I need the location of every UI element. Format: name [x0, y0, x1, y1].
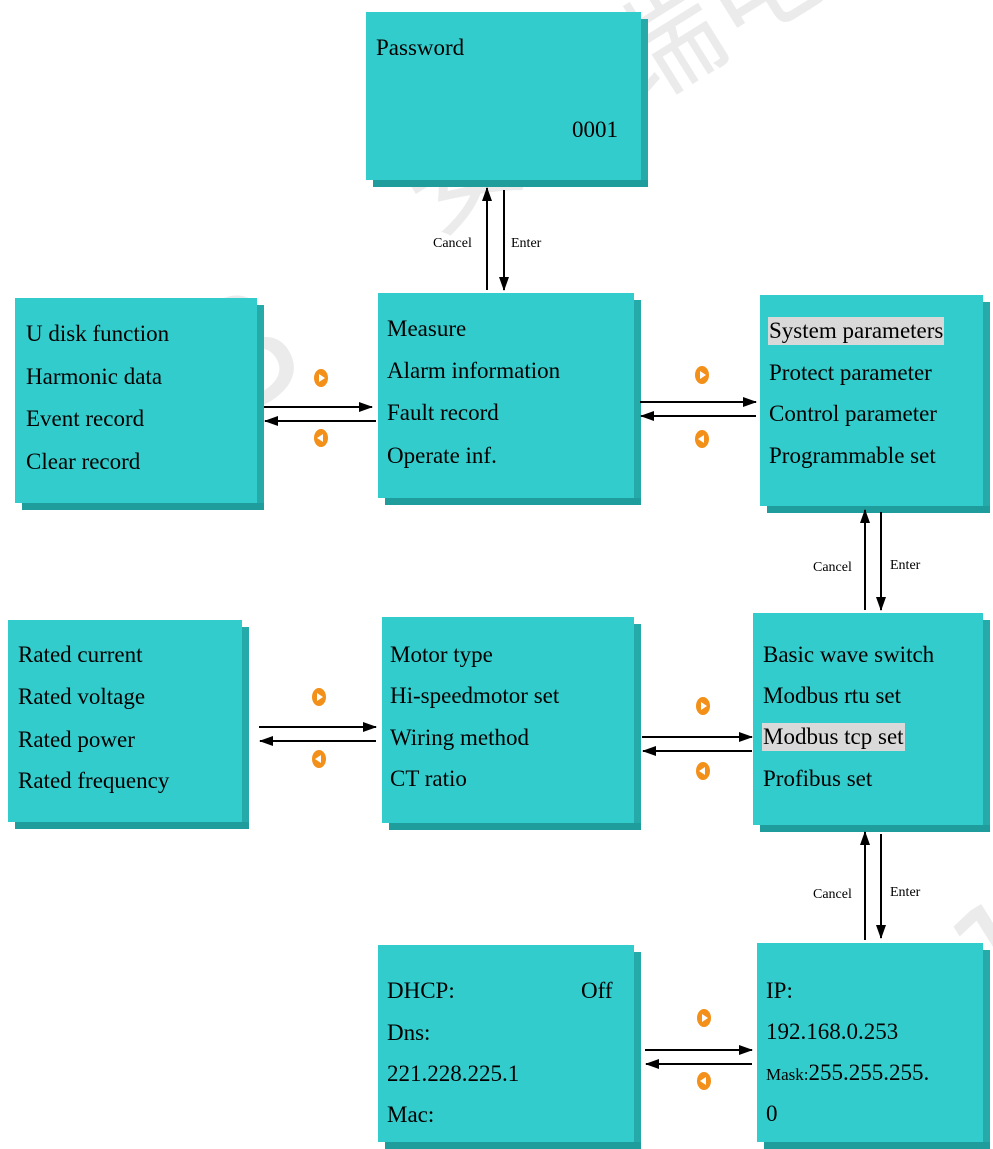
menu-item-control-param[interactable]: Control parameter	[769, 401, 937, 426]
ip-label: IP:	[766, 978, 793, 1003]
menu-item-alarm[interactable]: Alarm information	[387, 358, 561, 383]
left-key-icon	[697, 1072, 711, 1090]
menu-item-basic-wave[interactable]: Basic wave switch	[763, 642, 935, 667]
left-key-icon	[696, 762, 710, 780]
cancel-label-3: Cancel	[813, 887, 852, 902]
dhcp-value[interactable]: Off	[581, 978, 613, 1003]
mask-tail: 0	[766, 1101, 778, 1126]
network-screen: DHCP: Off Dns: 221.228.225.1 Mac:	[378, 945, 641, 1149]
menu-item-event[interactable]: Event record	[26, 406, 145, 431]
menu-item-motor-type[interactable]: Motor type	[390, 642, 493, 667]
left-key-icon	[314, 429, 328, 447]
password-title: Password	[376, 35, 465, 60]
menu-item-u-disk[interactable]: U disk function	[26, 321, 170, 346]
rated-menu-screen: Rated current Rated voltage Rated power …	[8, 620, 249, 829]
record-menu-screen: U disk function Harmonic data Event reco…	[15, 298, 264, 510]
menu-item-profibus[interactable]: Profibus set	[763, 766, 873, 791]
mask-row[interactable]: Mask:255.255.255.	[766, 1059, 929, 1089]
ip-value[interactable]: 192.168.0.253	[766, 1019, 899, 1044]
menu-item-modbus-rtu[interactable]: Modbus rtu set	[763, 683, 901, 708]
param-menu-screen: System parameters Protect parameter Cont…	[760, 295, 990, 513]
menu-item-ct-ratio[interactable]: CT ratio	[390, 766, 467, 791]
menu-item-protect-param[interactable]: Protect parameter	[769, 360, 932, 385]
left-key-icon	[695, 430, 709, 448]
menu-item-measure[interactable]: Measure	[387, 316, 467, 341]
dns-value[interactable]: 221.228.225.1	[387, 1061, 520, 1086]
menu-item-programmable[interactable]: Programmable set	[769, 443, 936, 468]
main-menu-screen: Measure Alarm information Fault record O…	[378, 293, 641, 505]
password-value[interactable]: 0001	[572, 117, 618, 142]
menu-item-system-params[interactable]: System parameters	[768, 317, 945, 345]
comm-menu-screen: Basic wave switch Modbus rtu set Modbus …	[753, 613, 990, 832]
mac-label: Mac:	[387, 1102, 435, 1127]
dhcp-label: DHCP:	[387, 978, 455, 1003]
mask-value: 255.255.255.	[808, 1060, 930, 1085]
mask-label: Mask:	[766, 1065, 809, 1084]
dns-label: Dns:	[387, 1020, 431, 1045]
menu-item-clear[interactable]: Clear record	[26, 449, 141, 474]
right-key-icon	[695, 366, 709, 384]
right-key-icon	[312, 688, 326, 706]
menu-item-rated-current[interactable]: Rated current	[18, 642, 143, 667]
motor-menu-screen: Motor type Hi-speedmotor set Wiring meth…	[382, 617, 641, 830]
menu-item-harmonic[interactable]: Harmonic data	[26, 364, 163, 389]
menu-item-operate[interactable]: Operate inf.	[387, 443, 497, 468]
cancel-label-1: Cancel	[433, 236, 472, 251]
left-key-icon	[312, 750, 326, 768]
menu-item-hi-speed[interactable]: Hi-speedmotor set	[390, 683, 560, 708]
enter-label-2: Enter	[890, 558, 921, 573]
right-key-icon	[314, 369, 328, 387]
enter-label-3: Enter	[890, 885, 921, 900]
menu-item-wiring[interactable]: Wiring method	[390, 725, 529, 750]
cancel-label-2: Cancel	[813, 560, 852, 575]
menu-item-rated-voltage[interactable]: Rated voltage	[18, 684, 146, 709]
right-key-icon	[696, 697, 710, 715]
menu-item-rated-frequency[interactable]: Rated frequency	[18, 768, 170, 793]
password-screen: Password 0001	[366, 12, 648, 187]
ip-screen: IP: 192.168.0.253 Mask:255.255.255. 0	[757, 943, 990, 1149]
menu-item-rated-power[interactable]: Rated power	[18, 727, 135, 752]
menu-item-fault[interactable]: Fault record	[387, 400, 499, 425]
enter-label-1: Enter	[511, 236, 542, 251]
right-key-icon	[697, 1009, 711, 1027]
menu-item-modbus-tcp[interactable]: Modbus tcp set	[762, 723, 905, 751]
